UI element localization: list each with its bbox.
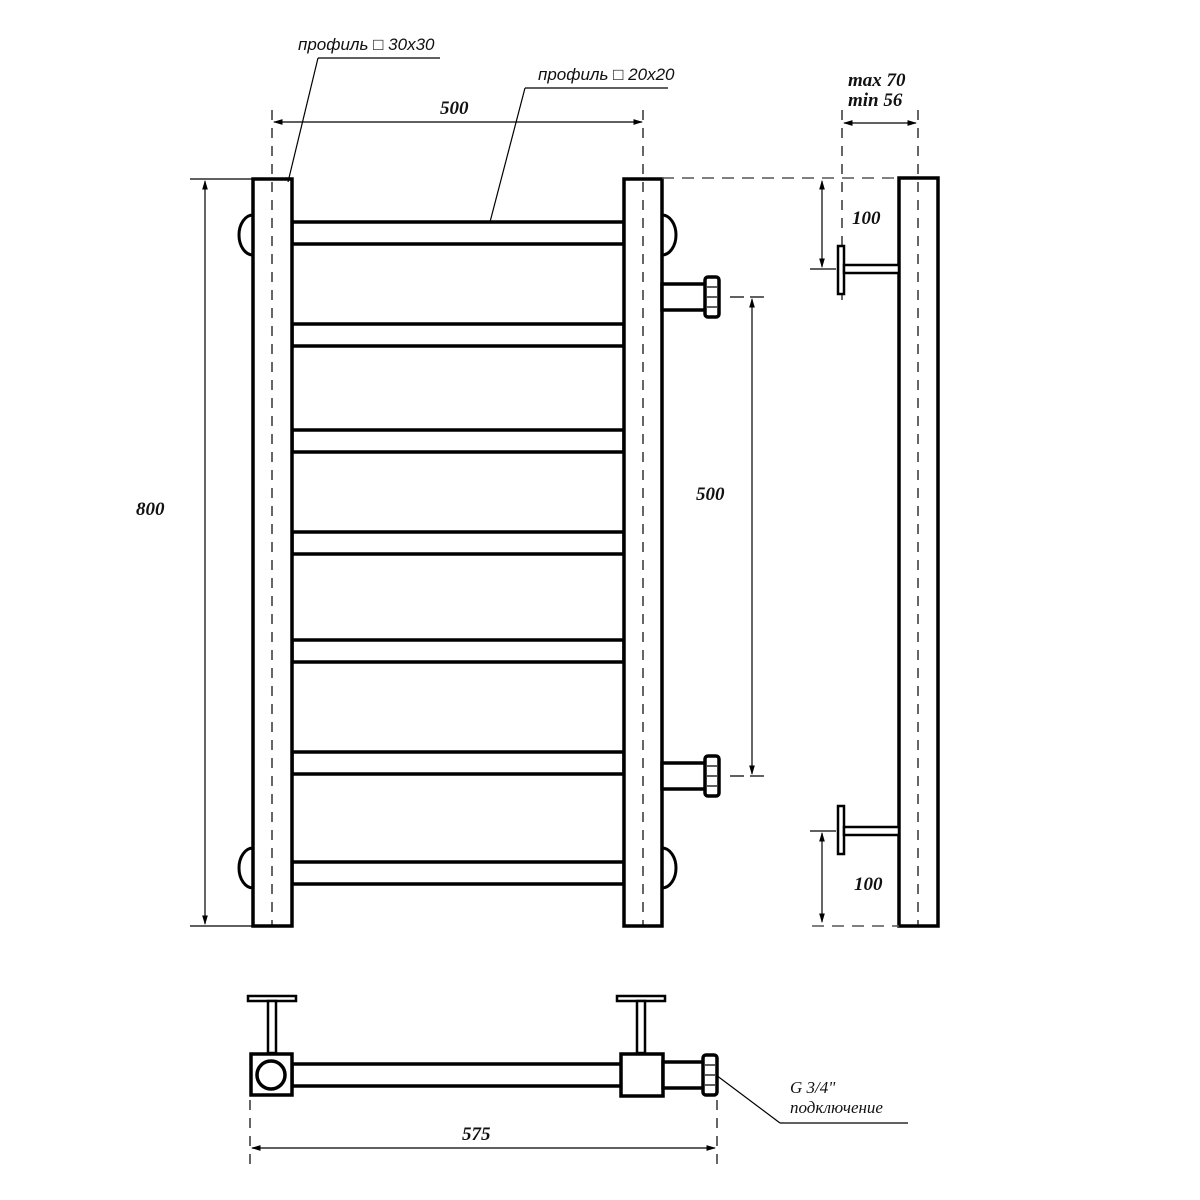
end-cap-icon [661, 846, 678, 890]
inlet-fitting-top [660, 275, 721, 319]
crossbar [290, 750, 626, 776]
label-profile-20: профиль □ 20x20 [538, 65, 675, 84]
dim-width: 500 [440, 98, 469, 119]
dim-inlet-spacing: 500 [696, 484, 725, 505]
crossbar [290, 428, 626, 454]
wall-bracket-bottom [836, 804, 901, 856]
side-view: max 70 min 56 100 100 [662, 70, 940, 928]
front-view: 500 800 500 профиль □ 30x30 профиль □ 20… [136, 35, 770, 928]
top-view: 575 G 3/4" подключение [246, 994, 908, 1172]
dim-bracket-bottom: 100 [854, 874, 883, 895]
wall-bracket-top [836, 244, 901, 296]
dim-wall-max: max 70 [848, 70, 906, 91]
end-cap-icon [237, 213, 254, 257]
label-connection: подключение [790, 1098, 883, 1117]
dim-wall-min: min 56 [848, 90, 903, 111]
label-profile-30: профиль □ 30x30 [298, 35, 435, 54]
end-cap-icon [661, 213, 678, 257]
crossbar [290, 860, 626, 886]
crossbar [290, 322, 626, 348]
label-connection-size: G 3/4" [790, 1078, 836, 1097]
end-cap-icon [237, 846, 254, 890]
crossbars [290, 220, 626, 886]
dim-bracket-top: 100 [852, 208, 881, 229]
dim-height: 800 [136, 499, 165, 520]
crossbar [290, 220, 626, 246]
crossbar [290, 530, 626, 556]
crossbar [290, 638, 626, 664]
dim-overall-width: 575 [462, 1124, 491, 1145]
inlet-fitting-bottom [660, 754, 721, 798]
